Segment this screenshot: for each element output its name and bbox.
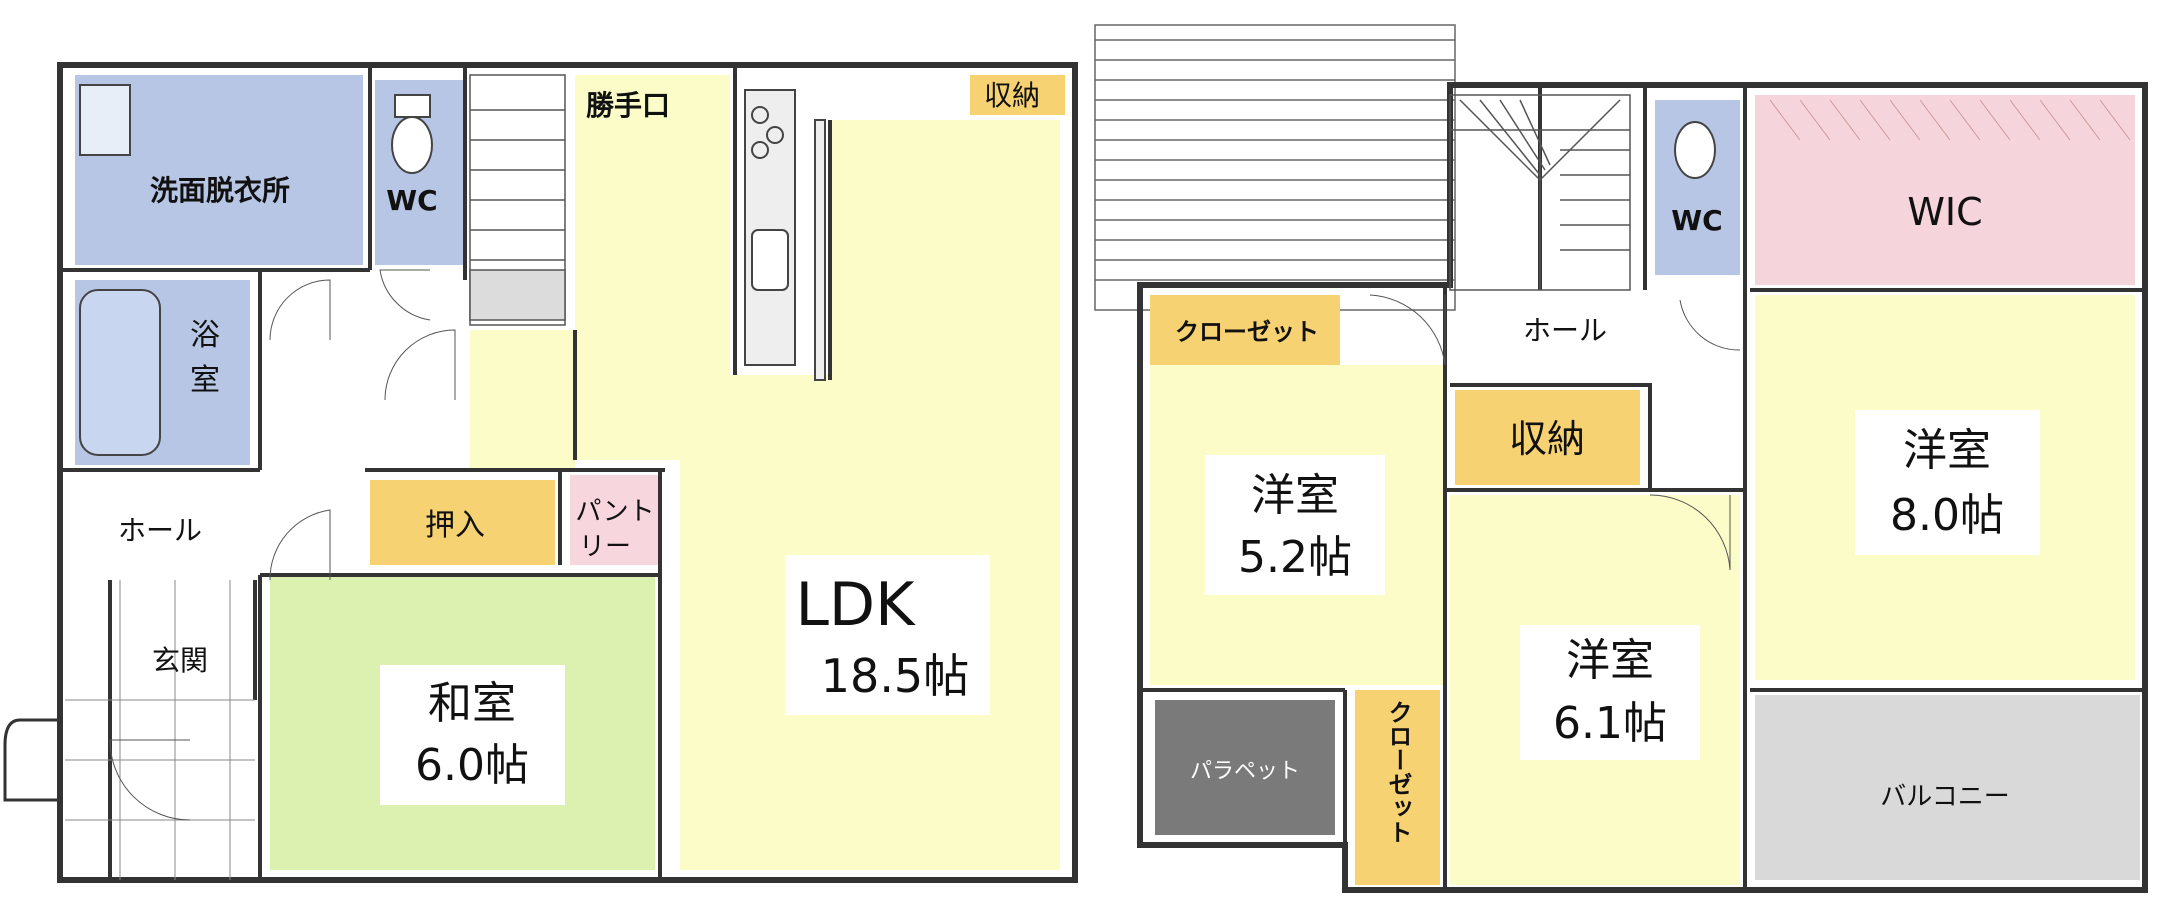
floor-1: 洗面脱衣所 WC 浴 室 ホール 玄関 押入 パント リー 勝手口 収納 和室 … xyxy=(3,62,1078,883)
yoshitsu-c-label-box xyxy=(1520,625,1700,760)
label-closet-side: クローゼット xyxy=(1384,700,1412,844)
label-oshiire: 押入 xyxy=(425,508,485,543)
floor1-stairs xyxy=(469,74,566,326)
label-katteguchi: 勝手口 xyxy=(586,89,670,122)
label-parapet: パラペット xyxy=(1190,759,1300,784)
label-hall-1f: ホール xyxy=(118,514,202,547)
label-yoshitsu-c-size: 6.1帖 xyxy=(1553,698,1667,749)
ldk-label-box xyxy=(785,555,990,715)
label-wc-1f: WC xyxy=(386,184,437,217)
roof-deck xyxy=(1094,24,1456,311)
label-shuno-1f: 収納 xyxy=(984,79,1040,112)
label-ldk: LDK xyxy=(796,570,917,640)
bath-fixtures xyxy=(79,84,433,456)
label-balcony: バルコニー xyxy=(1880,782,2009,812)
label-wic: WIC xyxy=(1907,190,1982,234)
room-parapet-fill xyxy=(1155,700,1335,835)
floor1-door-swings xyxy=(109,269,456,821)
label-washitsu: 和室 xyxy=(428,678,516,729)
label-genkan: 玄関 xyxy=(152,644,208,677)
room-oshiire-fill xyxy=(370,480,555,565)
floor1-interior-walls xyxy=(60,65,832,880)
label-hall-2f: ホール xyxy=(1523,314,1607,347)
label-ldk-size: 18.5帖 xyxy=(821,649,969,703)
toilet-2f xyxy=(1674,121,1716,179)
floor1-outer-wall xyxy=(57,62,1078,883)
floor-2: クローゼット ホール WC WIC 収納 洋室 5.2帖 洋室 8.0帖 洋室 … xyxy=(1094,24,2148,893)
label-yoshitsu-a: 洋室 xyxy=(1251,470,1339,521)
label-washitsu-size: 6.0帖 xyxy=(415,740,529,791)
yoshitsu-b-label-box xyxy=(1855,410,2040,555)
room-shuno-2f-fill xyxy=(1455,390,1640,485)
label-yoshitsu-b-size: 8.0帖 xyxy=(1890,490,2004,541)
floor2-interior-walls xyxy=(1140,85,2145,890)
label-bath-1: 浴 xyxy=(190,318,220,353)
floor1-entrance-tile xyxy=(65,580,255,880)
label-yoshitsu-b: 洋室 xyxy=(1903,425,1991,476)
kitchen-counter xyxy=(744,89,826,381)
label-senmen: 洗面脱衣所 xyxy=(150,174,290,207)
room-wic-fill xyxy=(1755,95,2135,285)
label-yoshitsu-a-size: 5.2帖 xyxy=(1238,532,1352,583)
floor2-door-swings xyxy=(1369,294,1741,571)
floor1-entrance-notch xyxy=(3,580,62,870)
room-closet-side-fill xyxy=(1355,690,1440,885)
label-yoshitsu-c: 洋室 xyxy=(1566,635,1654,686)
room-balcony-fill xyxy=(1755,695,2140,880)
label-bath-2: 室 xyxy=(190,363,220,398)
wic-hatch xyxy=(1769,99,2131,141)
floor2-stairs xyxy=(1449,94,1631,291)
label-closet-top: クローゼット xyxy=(1175,318,1319,346)
yoshitsu-a-label-box xyxy=(1205,455,1385,595)
label-pantry-1: パント xyxy=(575,497,654,527)
room-shuno-fill xyxy=(970,75,1065,115)
room-pantry-fill xyxy=(570,475,660,565)
label-shuno-2f: 収納 xyxy=(1509,417,1585,461)
label-pantry-2: リー xyxy=(579,532,631,562)
room-closet-top-fill xyxy=(1150,295,1340,365)
label-wc-2f: WC xyxy=(1671,204,1722,237)
washitsu-label-box xyxy=(380,665,565,805)
